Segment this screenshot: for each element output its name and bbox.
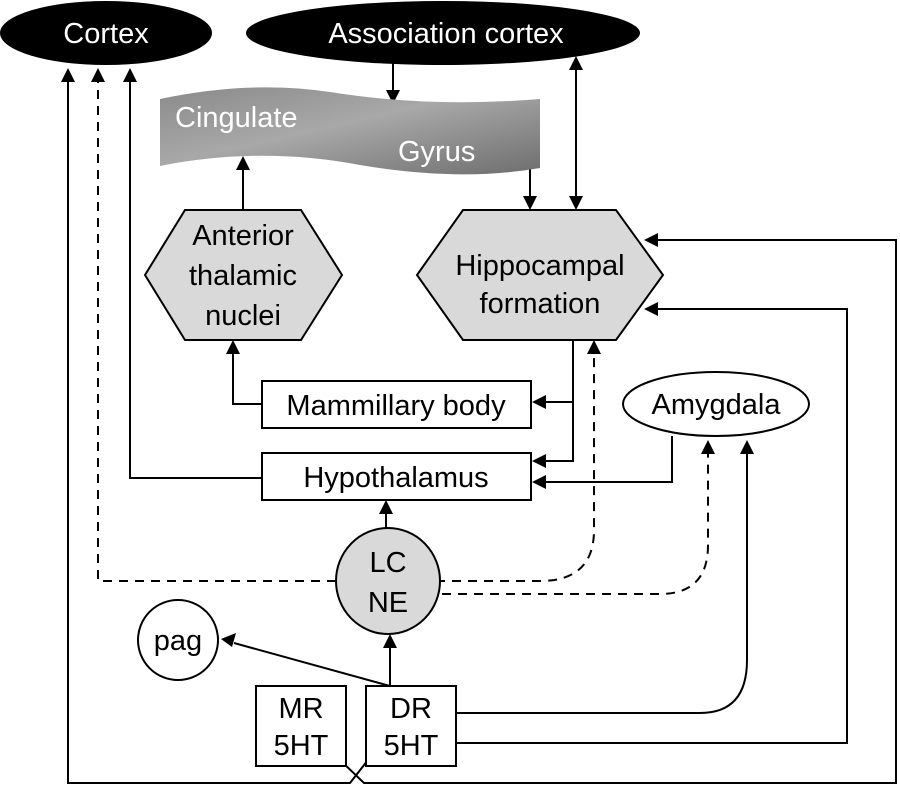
node-pag-label: pag [154, 625, 202, 657]
node-cortex[interactable]: Cortex [0, 1, 212, 65]
edge-dr-to-lc [383, 634, 397, 686]
node-anterior-thalamic-label-1: Anterior [192, 220, 294, 252]
node-association-cortex-label: Association cortex [328, 18, 564, 50]
node-ne-label: NE [368, 587, 408, 619]
node-lc-ne[interactable]: LC NE [335, 527, 441, 635]
node-cingulate-label-1: Cingulate [175, 102, 298, 134]
edge-lc-to-cortex-dashed [91, 68, 336, 582]
node-lc-label: LC [369, 547, 406, 579]
edge-dr-to-hippocampal [456, 302, 848, 744]
node-cortex-label: Cortex [63, 18, 149, 50]
node-anterior-thalamic-label-2: thalamic [189, 260, 297, 292]
node-mr-5ht-label: 5HT [274, 730, 329, 762]
edge-mammillary-to-anterior-thalamic [226, 340, 262, 405]
edge-hypothalamus-to-cortex [123, 68, 262, 479]
node-pag[interactable]: pag [137, 599, 219, 681]
node-dr-5ht-label: 5HT [384, 730, 439, 762]
edge-dr-to-amygdala [456, 440, 754, 714]
edge-amygdala-to-hypothalamus [532, 436, 673, 489]
node-anterior-thalamic-label-3: nuclei [205, 300, 281, 332]
node-anterior-thalamic-nuclei[interactable]: Anterior thalamic nuclei [143, 209, 344, 341]
edge-mr-to-hippocampal [339, 233, 897, 784]
node-amygdala[interactable]: Amygdala [622, 371, 810, 437]
node-hippocampal-label-1: Hippocampal [455, 250, 624, 282]
node-mammillary-label: Mammillary body [286, 390, 506, 422]
edge-dr-to-cortex [61, 68, 369, 784]
node-cingulate-gyrus[interactable]: Cingulate Gyrus [160, 87, 540, 175]
node-hippocampal-formation[interactable]: Hippocampal formation [415, 209, 665, 341]
edge-dr-to-pag [221, 633, 391, 687]
node-hypothalamus[interactable]: Hypothalamus [261, 452, 532, 501]
node-cingulate-label-2: Gyrus [398, 136, 475, 168]
edge-lc-to-hippocampal-dashed [436, 340, 601, 582]
node-amygdala-label: Amygdala [652, 389, 782, 421]
node-dr-label: DR [390, 693, 432, 725]
edge-lc-to-amygdala-dashed [442, 440, 715, 595]
node-hippocampal-label-2: formation [480, 288, 601, 320]
node-dr-5ht[interactable]: DR 5HT [365, 685, 457, 767]
edge-cingulate-to-hippocampal [523, 168, 537, 210]
node-hypothalamus-label: Hypothalamus [303, 462, 488, 494]
edge-association-to-cingulate [386, 62, 400, 104]
node-association-cortex[interactable]: Association cortex [246, 1, 640, 65]
edge-lc-to-hypothalamus [379, 500, 393, 528]
node-mr-5ht[interactable]: MR 5HT [255, 685, 347, 767]
node-mammillary-body[interactable]: Mammillary body [261, 380, 532, 429]
edge-association-hippocampal-bidirectional [569, 56, 583, 210]
edge-hippocampal-to-mammillary-hypothalamus [532, 340, 574, 468]
node-mr-label: MR [278, 693, 323, 725]
edge-anterior-thalamic-to-cingulate [236, 156, 250, 210]
